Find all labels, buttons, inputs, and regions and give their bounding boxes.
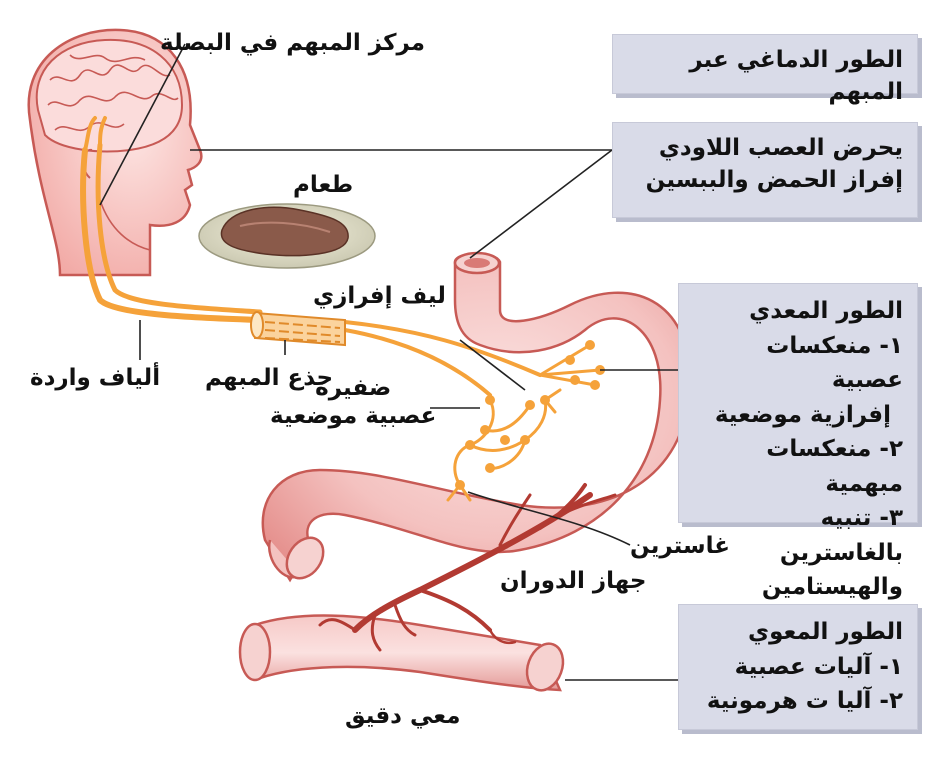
intestinal-item1: ١- آليات عصبية (734, 653, 903, 680)
label-afferent-fibers: ألياف واردة (30, 365, 161, 391)
box-vagus-effect: يحرض العصب اللاودي إفراز الحمض والببسين (612, 122, 918, 218)
head-illustration (27, 28, 203, 277)
food-plate-illustration (198, 203, 376, 269)
label-medulla-center: مركز المبهم في البصلة (160, 30, 426, 56)
label-small-intestine: معي دقيق (345, 703, 461, 729)
label-circulation: جهاز الدوران (500, 568, 647, 594)
stomach-illustration (261, 251, 692, 583)
label-vagus-trunk: جذع المبهم (205, 365, 334, 391)
local-nerve-plexus (446, 388, 562, 502)
gastric-item3a: ٣- تنبيه بالغاسترين (779, 505, 903, 566)
gastric-item1a: ١- منعكسات عصبية (766, 332, 903, 394)
box-cephalic-phase: الطور الدماغي عبر المبهم (612, 34, 918, 105)
cephalic-phase-title: الطور الدماغي عبر المبهم (689, 47, 903, 105)
vagus-effect-line1: يحرض العصب اللاودي (658, 135, 903, 161)
gastric-phase-title: الطور المعدي (749, 298, 903, 324)
plexus-nodes (455, 340, 605, 490)
label-local-plexus: ضفيرة عصبية موضعية (270, 375, 436, 430)
vagus-trunk-bundle (250, 311, 346, 347)
intestinal-item2: ٢- آليا ت هرمونية (706, 688, 903, 714)
gastric-item3b: والهيستامين (761, 574, 903, 600)
vagus-effect-line2: إفراز الحمض والببسين (645, 166, 903, 193)
gastric-item1b: إفرازية موضعية (714, 401, 891, 428)
intestinal-phase-title: الطور المعوي (747, 619, 903, 645)
leader-lines (99, 43, 678, 681)
blood-vessels-illustration (318, 483, 617, 652)
label-secretory-fiber: ليف إفرازي (313, 283, 446, 309)
vagus-nerve-pathway (80, 116, 602, 397)
label-gastrin: غاسترين (630, 533, 730, 559)
box-gastric-phase: الطور المعدي ١- منعكسات عصبية إفرازية مو… (678, 283, 918, 600)
label-local-plexus-line2: عصبية موضعية (270, 402, 437, 429)
gastric-item2: ٢- منعكسات مبهمية (766, 436, 903, 497)
label-local-plexus-line1: ضفيرة (315, 375, 392, 401)
label-food: طعام (293, 172, 354, 198)
box-intestinal-phase: الطور المعوي ١- آليات عصبية ٢- آليا ت هر… (678, 604, 918, 730)
